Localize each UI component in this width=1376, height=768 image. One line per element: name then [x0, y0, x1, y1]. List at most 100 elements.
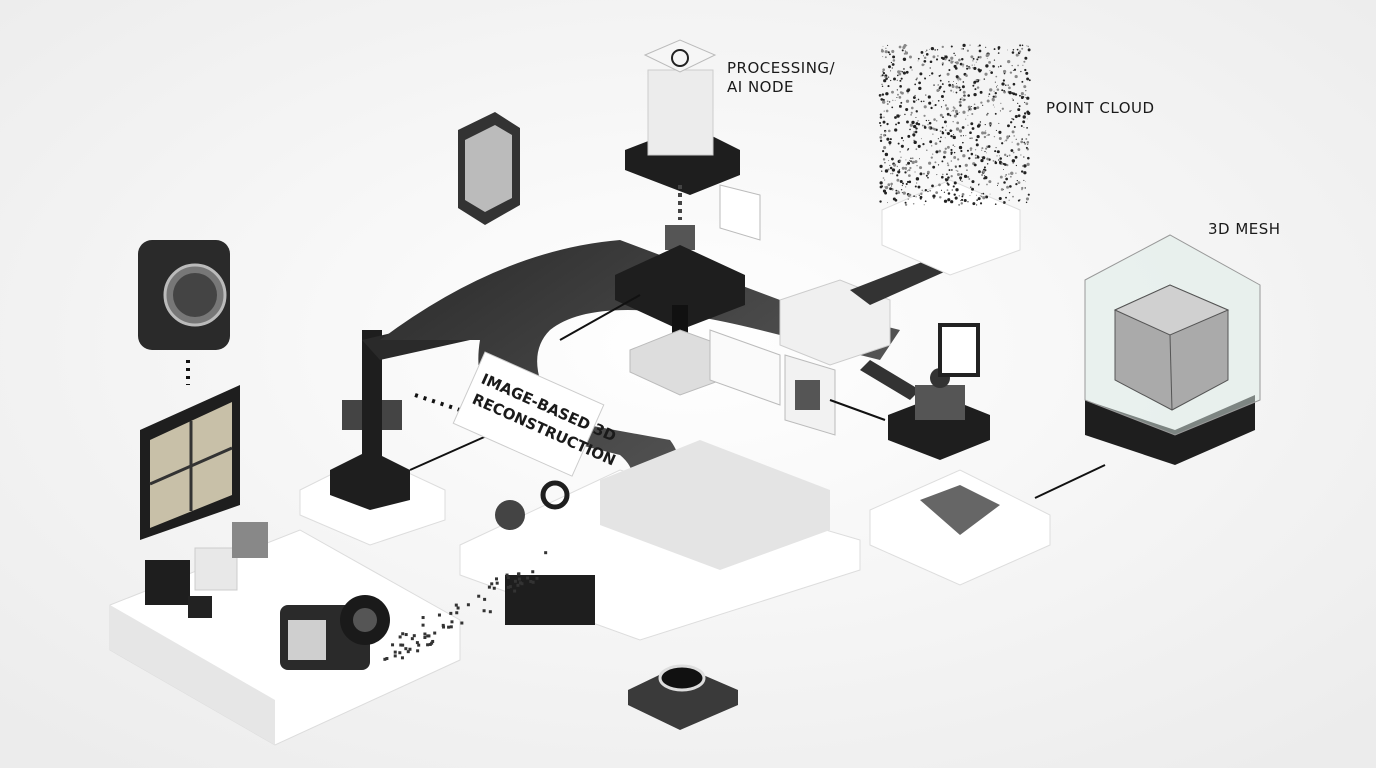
cloud-point [999, 110, 1001, 112]
cloud-point [901, 192, 903, 193]
cloud-point [992, 65, 995, 68]
cloud-point [1008, 173, 1010, 175]
cloud-point [946, 189, 949, 192]
cloud-point [962, 66, 964, 68]
pixel-speck [398, 635, 402, 639]
cloud-point [937, 99, 940, 102]
cloud-point [959, 179, 962, 181]
cloud-point [979, 90, 983, 94]
cloud-point [956, 83, 958, 85]
cloud-point [982, 104, 984, 106]
cloud-point [948, 69, 951, 72]
cloud-point [1017, 148, 1021, 151]
cloud-point [914, 185, 917, 188]
cloud-point [913, 130, 916, 134]
cloud-point [976, 199, 979, 201]
cloud-point [982, 170, 986, 174]
cloud-point [933, 84, 935, 86]
cloud-point [989, 193, 991, 195]
pixel-speck [531, 570, 535, 574]
cloud-point [950, 151, 953, 154]
cloud-point [917, 185, 921, 189]
cloud-point [1016, 180, 1018, 182]
cloud-point [1012, 195, 1014, 198]
pixel-speck [529, 579, 533, 583]
cloud-point [983, 166, 986, 169]
cloud-point [880, 98, 884, 101]
cube-small [188, 596, 212, 618]
cloud-point [969, 137, 971, 139]
cloud-point [1007, 60, 1011, 64]
cloud-point [905, 70, 909, 74]
cloud-point [923, 114, 926, 117]
cloud-point [967, 175, 970, 179]
cloud-point [983, 135, 987, 139]
pixel-speck [482, 609, 486, 613]
pixel-speck [412, 634, 416, 638]
cloud-point [888, 129, 891, 133]
cloud-point [918, 86, 921, 89]
cloud-point [898, 45, 902, 49]
cloud-point [1020, 170, 1024, 173]
cloud-point [947, 179, 949, 181]
cloud-point [961, 126, 965, 129]
cloud-point [962, 90, 966, 94]
cloud-point [945, 107, 949, 111]
cloud-point [889, 143, 891, 146]
cloud-point [942, 116, 944, 119]
cloud-point [976, 155, 979, 157]
cloud-point [952, 120, 954, 123]
cloud-point [896, 114, 899, 117]
cloud-point [929, 75, 931, 77]
cloud-point [987, 145, 991, 148]
cloud-point [960, 202, 963, 205]
cloud-point [951, 84, 955, 88]
cloud-point [1022, 165, 1024, 167]
cloud-point [1023, 85, 1027, 89]
cloud-point [938, 183, 941, 187]
cloud-point [907, 134, 911, 138]
cloud-point [964, 163, 968, 167]
cloud-point [978, 49, 982, 53]
cloud-point [954, 54, 956, 56]
cloud-point [952, 109, 955, 112]
cloud-point [941, 130, 944, 133]
cloud-point [998, 122, 1000, 124]
cloud-point [939, 130, 942, 132]
cloud-point [1013, 68, 1017, 71]
cloud-point [990, 71, 993, 74]
pixel-speck [506, 585, 510, 589]
cloud-point [891, 67, 893, 69]
cloud-point [925, 119, 928, 122]
cloud-point [894, 116, 897, 119]
cloud-point [973, 106, 977, 110]
cloud-point [945, 178, 949, 182]
cloud-point [1026, 141, 1030, 144]
cloud-point [950, 56, 954, 60]
cloud-point [884, 56, 887, 59]
cloud-point [879, 113, 882, 116]
cloud-point [994, 150, 997, 153]
pixel-speck [477, 594, 481, 598]
cloud-point [1001, 107, 1004, 110]
cloud-point [961, 193, 965, 196]
cloud-point [986, 135, 988, 137]
cloud-point [881, 93, 885, 96]
cloud-point [896, 74, 899, 77]
cloud-point [967, 124, 969, 126]
cloud-point [1027, 48, 1031, 52]
cloud-point [909, 55, 912, 59]
cloud-point [1001, 82, 1005, 86]
cloud-point [960, 198, 964, 202]
cloud-point [1007, 49, 1008, 51]
cloud-point [886, 137, 890, 141]
cloud-point [950, 175, 953, 178]
cloud-point [914, 160, 918, 164]
cloud-point [927, 176, 929, 179]
cloud-point [950, 153, 953, 155]
cloud-point [894, 99, 896, 101]
pixel-speck [513, 589, 517, 593]
cloud-point [974, 88, 977, 91]
cloud-point [952, 91, 954, 93]
cloud-point [934, 103, 937, 107]
